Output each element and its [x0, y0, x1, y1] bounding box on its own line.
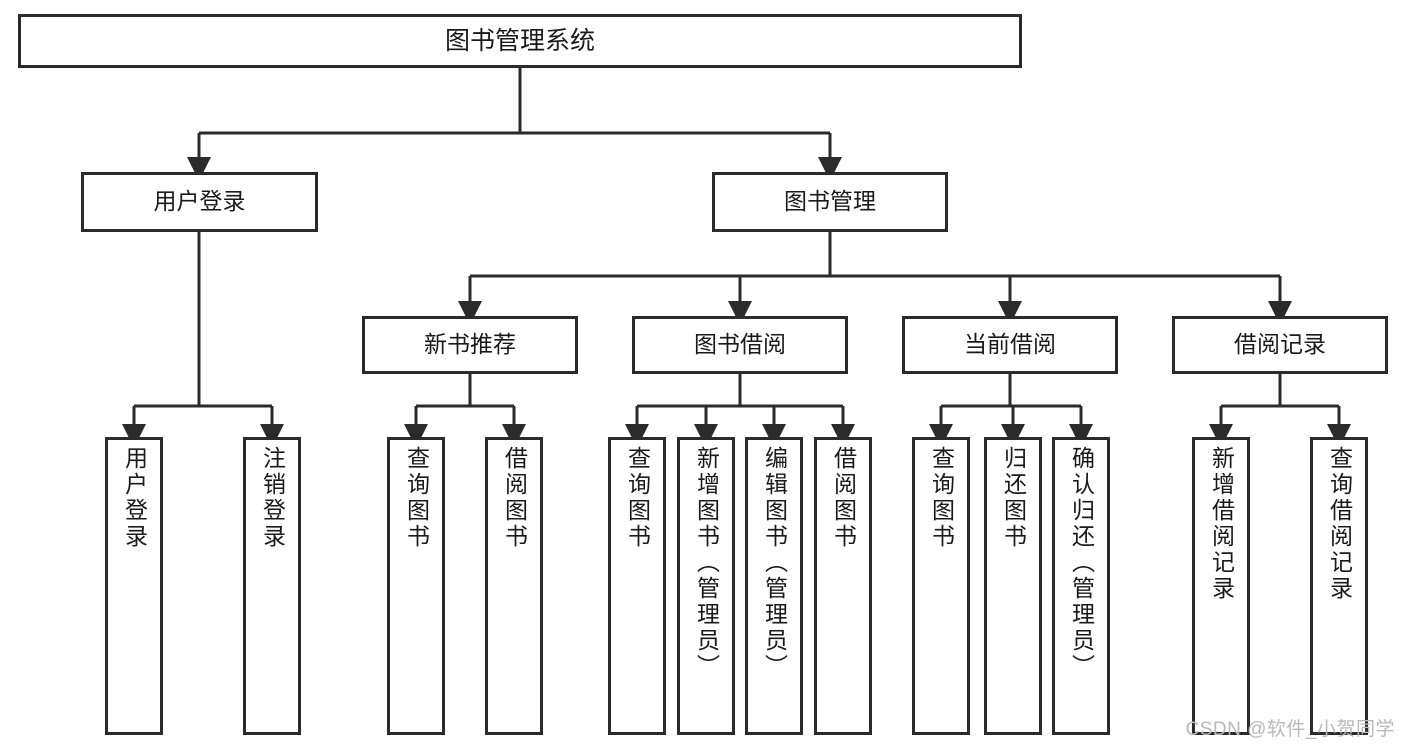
- node-borrow-record-label: 借阅记录: [1234, 331, 1326, 358]
- node-book-borrow[interactable]: 图书借阅: [632, 316, 848, 374]
- leaf-query-borrow-record-label: 查询借阅记录: [1326, 446, 1353, 602]
- leaf-query-book-rec-label: 查询图书: [403, 446, 430, 550]
- leaf-add-book-admin[interactable]: 新增图书（管理员）: [677, 437, 735, 735]
- node-borrow-record[interactable]: 借阅记录: [1172, 316, 1388, 374]
- leaf-edit-book-admin[interactable]: 编辑图书（管理员）: [745, 437, 803, 735]
- csdn-watermark: CSDN @软件_小贺同学: [1185, 719, 1395, 740]
- leaf-query-book-borrow-label: 查询图书: [624, 446, 651, 550]
- leaf-borrow-book-borrow-label: 借阅图书: [830, 446, 857, 550]
- node-book-borrow-label: 图书借阅: [694, 331, 786, 358]
- leaf-logout-label: 注销登录: [259, 446, 286, 550]
- node-current-borrow[interactable]: 当前借阅: [902, 316, 1118, 374]
- leaf-confirm-return-admin[interactable]: 确认归还（管理员）: [1052, 437, 1110, 735]
- node-user-login[interactable]: 用户登录: [81, 172, 318, 232]
- node-new-book-recommendation-label: 新书推荐: [424, 331, 516, 358]
- leaf-borrow-book-borrow[interactable]: 借阅图书: [814, 437, 872, 735]
- node-current-borrow-label: 当前借阅: [964, 331, 1056, 358]
- node-user-login-label: 用户登录: [153, 188, 246, 215]
- leaf-borrow-book-rec[interactable]: 借阅图书: [485, 437, 543, 735]
- leaf-return-book[interactable]: 归还图书: [984, 437, 1042, 735]
- leaf-query-book-current[interactable]: 查询图书: [912, 437, 970, 735]
- leaf-query-book-borrow[interactable]: 查询图书: [608, 437, 666, 735]
- leaf-query-book-rec[interactable]: 查询图书: [387, 437, 445, 735]
- leaf-user-login-label: 用户登录: [121, 446, 148, 550]
- leaf-confirm-return-admin-label: 确认归还（管理员）: [1068, 446, 1095, 680]
- leaf-add-borrow-record[interactable]: 新增借阅记录: [1192, 437, 1250, 735]
- leaf-edit-book-admin-label: 编辑图书（管理员）: [761, 446, 788, 680]
- leaf-return-book-label: 归还图书: [1000, 446, 1027, 550]
- leaf-borrow-book-rec-label: 借阅图书: [501, 446, 528, 550]
- leaf-add-borrow-record-label: 新增借阅记录: [1208, 446, 1235, 602]
- node-root-system[interactable]: 图书管理系统: [18, 14, 1022, 68]
- leaf-user-login[interactable]: 用户登录: [105, 437, 163, 735]
- leaf-logout[interactable]: 注销登录: [243, 437, 301, 735]
- leaf-add-book-admin-label: 新增图书（管理员）: [693, 446, 720, 680]
- leaf-query-borrow-record[interactable]: 查询借阅记录: [1310, 437, 1368, 735]
- node-new-book-recommendation[interactable]: 新书推荐: [362, 316, 578, 374]
- node-book-management-label: 图书管理: [784, 188, 876, 215]
- node-book-management[interactable]: 图书管理: [712, 172, 948, 232]
- leaf-query-book-current-label: 查询图书: [928, 446, 955, 550]
- node-root-system-label: 图书管理系统: [444, 27, 595, 55]
